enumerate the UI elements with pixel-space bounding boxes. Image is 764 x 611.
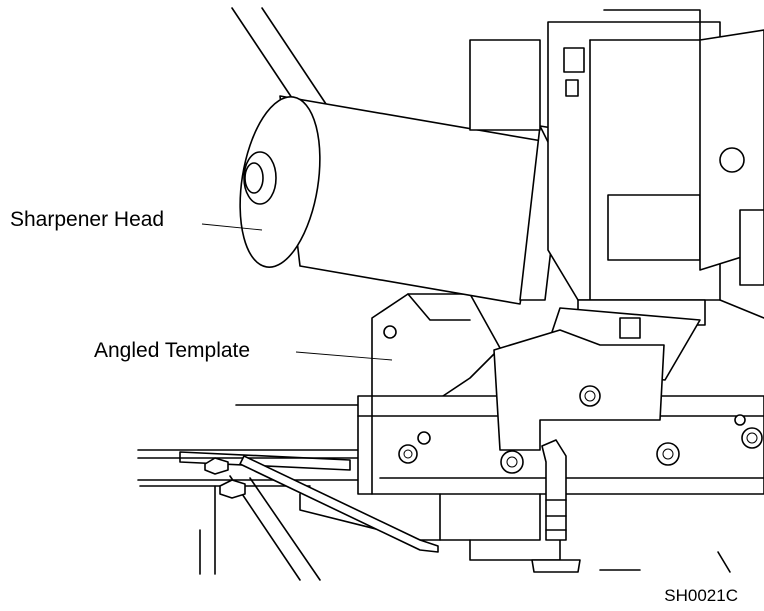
bolt: [656, 442, 680, 466]
bolt: [500, 450, 524, 474]
bolt: [741, 427, 763, 449]
bolts: [204, 385, 763, 499]
figure-code: SH0021C: [664, 586, 738, 605]
hole: [417, 431, 431, 445]
sharpener-head: [239, 95, 566, 305]
leader-lines: [201, 223, 393, 361]
hole: [734, 414, 746, 426]
guide-plate: [493, 299, 706, 451]
leader-sharpener-head: [201, 223, 263, 231]
nut: [204, 457, 229, 475]
leader-angled-template: [295, 351, 393, 361]
nut: [219, 479, 246, 499]
bolt: [398, 444, 418, 464]
callout-sharpener-head: Sharpener Head: [10, 208, 165, 231]
callout-angled-template: Angled Template: [94, 339, 251, 362]
motor-housing: [469, 9, 764, 319]
coolant-nozzle: [531, 439, 581, 573]
bolt: [579, 385, 601, 407]
angled-template: [371, 293, 501, 399]
blade-guide: [239, 455, 731, 573]
